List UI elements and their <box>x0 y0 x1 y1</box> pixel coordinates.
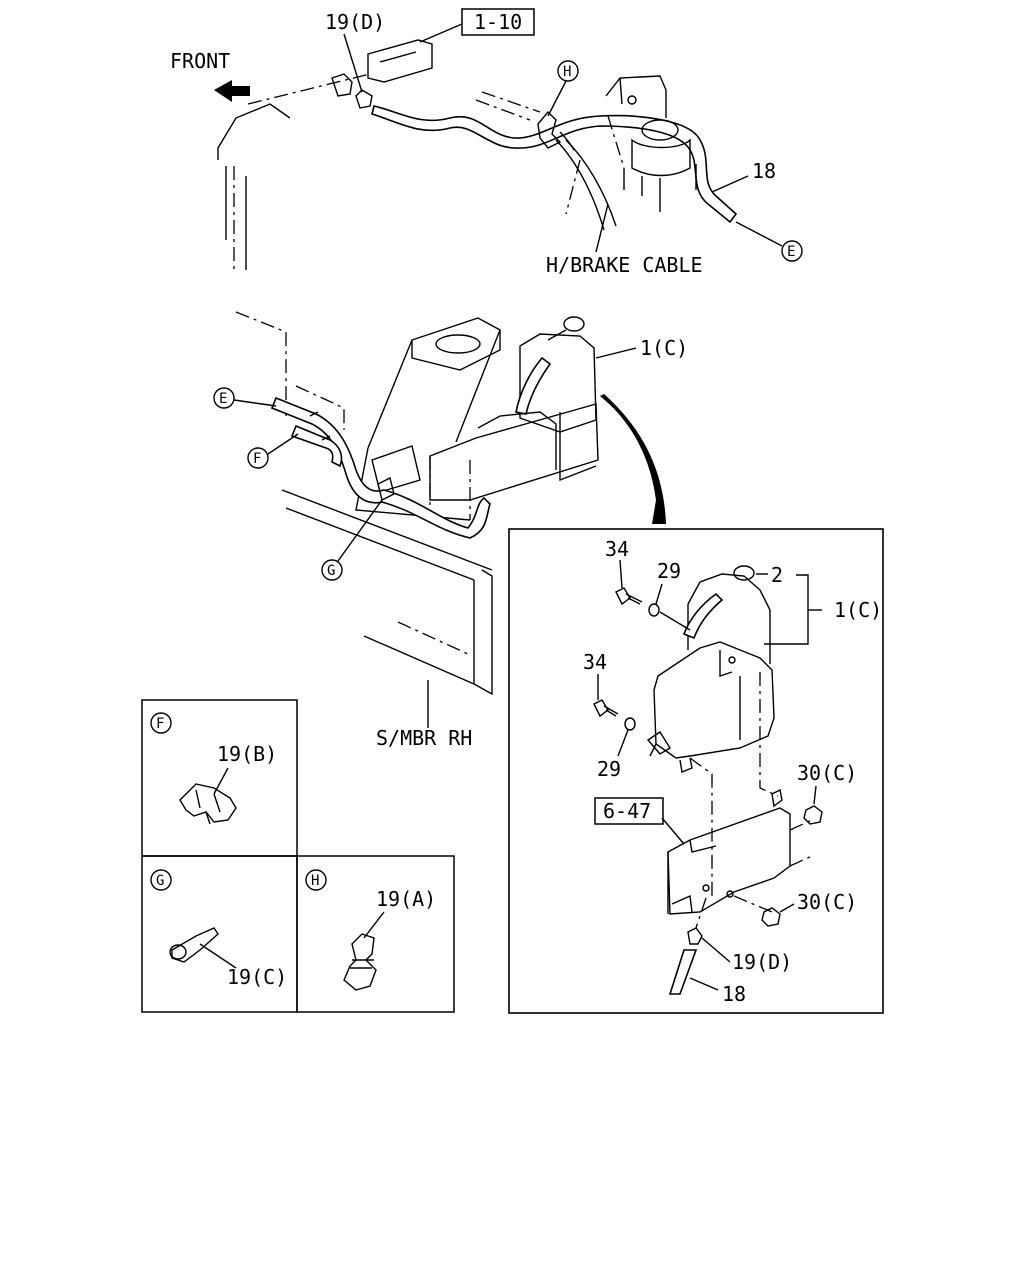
clip-19d-top <box>355 89 373 109</box>
clip-19d-detail <box>687 927 703 945</box>
tank-cap-main <box>563 316 585 332</box>
side-member <box>473 569 493 696</box>
side-member-label: S/MBR RH <box>376 726 472 750</box>
tank-cap-top <box>641 119 679 141</box>
part-19b-label: 19(B) <box>217 742 277 766</box>
clip-g <box>377 476 395 502</box>
svg-text:E: E <box>219 391 227 407</box>
ref-box-1-10[interactable] <box>461 8 535 36</box>
hose-18-detail <box>668 949 698 995</box>
ref-box-6-47[interactable] <box>594 797 664 825</box>
callout-f-inset[interactable] <box>150 712 172 734</box>
callout-h-top[interactable] <box>557 60 579 82</box>
callout-g-inset[interactable] <box>150 869 172 891</box>
top-view: FRONT 1-1 <box>170 8 803 277</box>
callout-g-mid[interactable] <box>321 559 343 581</box>
part-30c-a-label: 30(C) <box>797 761 857 785</box>
part-29-b-label: 29 <box>597 757 621 781</box>
part-30c-b-label: 30(C) <box>797 890 857 914</box>
front-label: FRONT <box>170 49 230 73</box>
part-18-top-label: 18 <box>752 159 776 183</box>
svg-text:F: F <box>253 451 261 467</box>
svg-text:H: H <box>311 873 319 889</box>
part-34-b-label: 34 <box>583 650 607 674</box>
tank-cap-detail <box>733 565 755 581</box>
detail-box: 34 29 2 1(C) 34 29 30(C) 6-47 30(C) 19(D… <box>508 528 884 1014</box>
brake-cable-label: H/BRAKE CABLE <box>546 253 703 277</box>
part-34-a-label: 34 <box>605 537 629 561</box>
part-19d-detail-label: 19(D) <box>732 950 792 974</box>
washer-29-a <box>648 603 660 617</box>
hose-e <box>270 396 491 539</box>
part-18-detail-label: 18 <box>722 982 746 1006</box>
reserve-tank-main <box>519 333 597 433</box>
connector-block <box>367 39 433 83</box>
svg-text:E: E <box>787 244 795 260</box>
svg-text:G: G <box>327 563 335 579</box>
overflow-hose-18 <box>371 105 738 224</box>
part-1c-detail-label: 1(C) <box>834 598 882 622</box>
reserve-tank-top <box>631 138 691 177</box>
bolt-34-a <box>615 587 631 606</box>
nut-30c-b <box>761 907 781 927</box>
nut-30c-a <box>803 805 823 825</box>
detail-arrow <box>600 394 666 524</box>
front-arrow-icon <box>214 80 250 102</box>
reserve-tank-detail <box>653 641 775 759</box>
inset-f <box>141 699 298 857</box>
ref-box-6-47-label: 6-47 <box>603 799 651 823</box>
callout-h-inset[interactable] <box>305 869 327 891</box>
callout-f-mid[interactable] <box>247 447 269 469</box>
callout-e-top[interactable] <box>781 240 803 262</box>
clip-19a <box>343 933 377 991</box>
brake-cable <box>555 139 605 231</box>
tank-bracket-main <box>429 403 599 501</box>
bolt-34-b <box>593 699 609 718</box>
bracket-6-47 <box>667 807 791 915</box>
inset-boxes: F 19(B) G 19(C) H 19(A) <box>141 699 455 1013</box>
part-19d-top-label: 19(D) <box>325 10 385 34</box>
svg-text:H: H <box>563 64 571 80</box>
svg-text:F: F <box>156 716 164 732</box>
inset-h <box>296 855 455 1013</box>
hose-f <box>290 424 343 468</box>
part-19c-label: 19(C) <box>227 965 287 989</box>
part-29-a-label: 29 <box>657 559 681 583</box>
engine-block <box>367 317 501 449</box>
clip-19b <box>179 783 237 823</box>
svg-text:G: G <box>156 873 164 889</box>
ref-box-1-10-label: 1-10 <box>474 10 522 34</box>
callout-e-mid[interactable] <box>213 387 235 409</box>
part-2-label: 2 <box>771 563 783 587</box>
part-1c-main-label: 1(C) <box>640 336 688 360</box>
part-19a-label: 19(A) <box>376 887 436 911</box>
middle-assembly: E F G 1(C) S/MBR RH <box>213 311 688 750</box>
washer-29-b <box>624 717 636 731</box>
